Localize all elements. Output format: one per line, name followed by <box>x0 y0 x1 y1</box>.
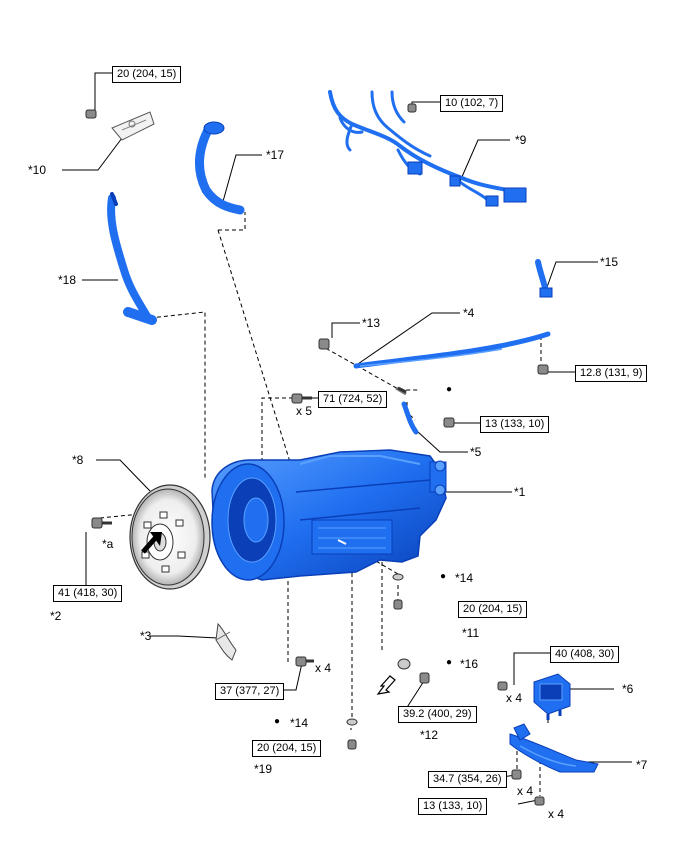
quantity-label: x 5 <box>296 404 313 418</box>
cooler-tube-4 <box>353 331 551 369</box>
callout-4: *4 <box>463 306 475 320</box>
marker-dot: ● <box>274 716 281 727</box>
marker-dot: ● <box>446 657 453 668</box>
fasteners <box>85 103 549 806</box>
callout-12: *12 <box>420 728 439 742</box>
transmission-assembly <box>211 449 447 581</box>
callout-18: *18 <box>58 273 77 287</box>
quantity-label: x 4 <box>506 691 523 705</box>
torque-spec-box: 41 (418, 30) <box>53 585 123 602</box>
torque-spec-box: 71 (724, 52) <box>318 391 388 408</box>
marker-dot: ● <box>440 571 447 582</box>
torque-spec-box: 20 (204, 15) <box>112 66 182 83</box>
callout-11: *11 <box>462 626 480 640</box>
callout-15: *15 <box>600 255 619 269</box>
marker-dot: ● <box>446 384 453 395</box>
callout-2: *2 <box>50 609 62 623</box>
quantity-label: x 4 <box>315 661 332 675</box>
bracket-10 <box>111 111 155 141</box>
wire-harness <box>328 90 527 207</box>
quantity-label: x 4 <box>517 784 534 798</box>
callout-16: *16 <box>460 657 479 671</box>
torque-spec-box: 13 (133, 10) <box>418 798 488 815</box>
callout-8: *8 <box>72 453 84 467</box>
torque-spec-box: 20 (204, 15) <box>252 740 322 757</box>
torque-spec-box: 10 (102, 7) <box>440 95 504 112</box>
callout-10: *10 <box>28 163 47 177</box>
torque-spec-box: 13 (133, 10) <box>480 416 550 433</box>
callout-5: *5 <box>470 445 482 459</box>
engine-mount-6 <box>533 673 571 720</box>
breather-hose-17 <box>194 121 245 215</box>
crossmember-7 <box>509 723 599 773</box>
torque-spec-box: 37 (377, 27) <box>215 683 285 700</box>
torque-spec-box: 20 (204, 15) <box>458 601 528 618</box>
part-3 <box>215 622 237 661</box>
torque-converter <box>129 484 211 590</box>
hose-15 <box>535 259 553 298</box>
quantity-label: x 4 <box>548 807 565 821</box>
torque-spec-box: 39.2 (400, 29) <box>398 706 477 723</box>
callout-13: *13 <box>362 316 381 330</box>
breather-hose-18 <box>107 192 157 325</box>
callout-3: *3 <box>140 629 152 643</box>
callout-6: *6 <box>622 682 634 696</box>
hollow-arrow-icon <box>376 675 396 695</box>
torque-spec-box: 34.7 (354, 26) <box>428 771 507 788</box>
torque-spec-box: 40 (408, 30) <box>550 646 620 663</box>
callout-9: *9 <box>515 133 527 147</box>
callout-14-upper: *14 <box>455 571 474 585</box>
torque-spec-box: 12.8 (131, 9) <box>575 365 648 382</box>
callout-17: *17 <box>266 148 285 162</box>
callout-1: *1 <box>514 485 526 499</box>
tube-5 <box>395 386 419 435</box>
callout-19: *19 <box>254 762 273 776</box>
callout-a: *a <box>102 537 114 551</box>
callout-7: *7 <box>636 758 648 772</box>
callout-14-lower: *14 <box>290 716 309 730</box>
